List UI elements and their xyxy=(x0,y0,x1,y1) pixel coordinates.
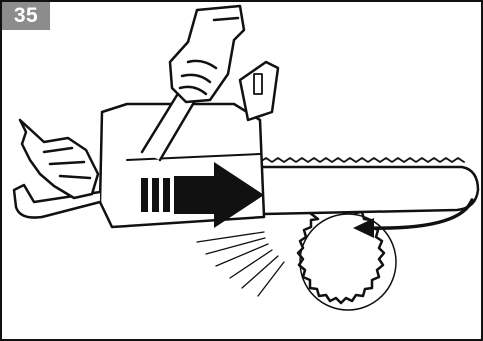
step-number-badge: 35 xyxy=(2,2,50,30)
sawdust-lines-icon xyxy=(196,231,285,297)
left-hand-icon xyxy=(18,118,100,200)
guide-bar-icon xyxy=(258,157,480,216)
motion-arrow-icon xyxy=(141,162,264,228)
rotation-arrow-icon xyxy=(366,198,474,230)
gloved-hand-icon xyxy=(168,4,246,104)
log-icon xyxy=(296,199,397,311)
